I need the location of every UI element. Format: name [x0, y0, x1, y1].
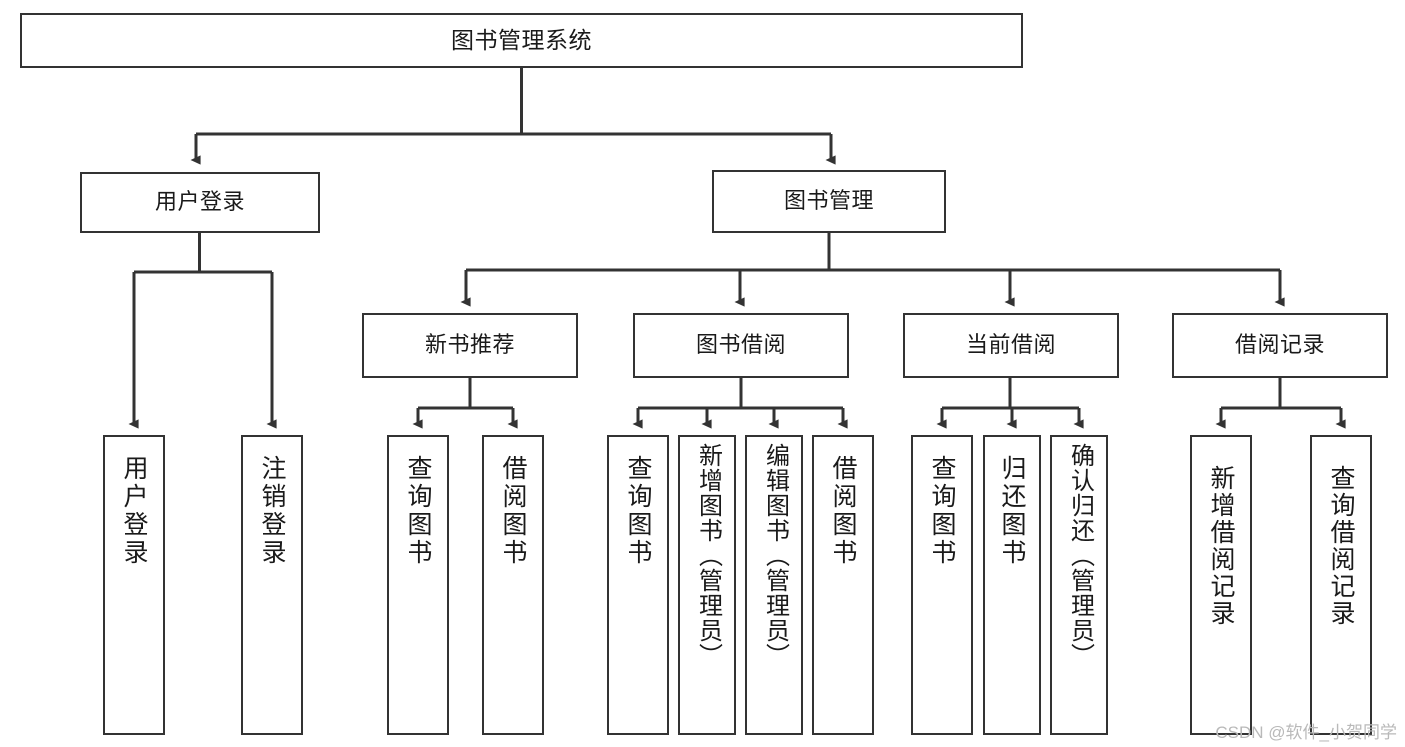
- node-leaf-query-book-rec[interactable]: 查询图书: [387, 435, 449, 735]
- node-leaf-user-login-label: 用户登录: [120, 455, 148, 567]
- node-book-borrow-label: 图书借阅: [695, 332, 786, 358]
- node-current-borrow[interactable]: 当前借阅: [903, 313, 1119, 378]
- node-leaf-borrow-book[interactable]: 借阅图书: [812, 435, 874, 735]
- node-leaf-add-record[interactable]: 新增借阅记录: [1190, 435, 1252, 735]
- node-leaf-query-book-cur[interactable]: 查询图书: [911, 435, 973, 735]
- node-leaf-user-logout-label: 注销登录: [258, 455, 286, 567]
- node-leaf-query-book-rec-label: 查询图书: [404, 455, 432, 567]
- node-root[interactable]: 图书管理系统: [20, 13, 1023, 68]
- node-current-borrow-label: 当前借阅: [965, 332, 1056, 358]
- node-leaf-borrow-book-label: 借阅图书: [829, 455, 857, 567]
- node-leaf-borrow-book-rec[interactable]: 借阅图书: [482, 435, 544, 735]
- node-leaf-query-book-label: 查询图书: [624, 455, 652, 567]
- node-leaf-borrow-book-rec-label: 借阅图书: [499, 455, 527, 567]
- node-borrow-record[interactable]: 借阅记录: [1172, 313, 1388, 378]
- node-leaf-add-book[interactable]: 新增图书（管理员）: [678, 435, 736, 735]
- node-leaf-add-record-label: 新增借阅记录: [1207, 465, 1235, 627]
- node-leaf-query-book-cur-label: 查询图书: [928, 455, 956, 567]
- node-new-book-rec-label: 新书推荐: [424, 332, 515, 358]
- csdn-watermark: CSDN @软件_小贺同学: [1215, 723, 1397, 742]
- node-leaf-user-logout[interactable]: 注销登录: [241, 435, 303, 735]
- node-leaf-query-record[interactable]: 查询借阅记录: [1310, 435, 1372, 735]
- node-new-book-rec[interactable]: 新书推荐: [362, 313, 578, 378]
- node-leaf-add-book-label: 新增图书（管理员）: [694, 443, 722, 668]
- node-borrow-record-label: 借阅记录: [1234, 332, 1325, 358]
- node-leaf-confirm-return-label: 确认归还（管理员）: [1066, 443, 1094, 668]
- node-leaf-query-book[interactable]: 查询图书: [607, 435, 669, 735]
- node-leaf-edit-book[interactable]: 编辑图书（管理员）: [745, 435, 803, 735]
- node-leaf-return-book-label: 归还图书: [998, 455, 1026, 567]
- node-root-label: 图书管理系统: [451, 26, 592, 53]
- node-user-login-label: 用户登录: [154, 189, 245, 215]
- node-user-login[interactable]: 用户登录: [80, 172, 320, 233]
- node-book-borrow[interactable]: 图书借阅: [633, 313, 849, 378]
- node-book-manage[interactable]: 图书管理: [712, 170, 946, 233]
- node-leaf-user-login[interactable]: 用户登录: [103, 435, 165, 735]
- node-book-manage-label: 图书管理: [783, 188, 874, 214]
- node-leaf-edit-book-label: 编辑图书（管理员）: [761, 443, 789, 668]
- node-leaf-return-book[interactable]: 归还图书: [983, 435, 1041, 735]
- node-leaf-confirm-return[interactable]: 确认归还（管理员）: [1050, 435, 1108, 735]
- node-leaf-query-record-label: 查询借阅记录: [1327, 465, 1355, 627]
